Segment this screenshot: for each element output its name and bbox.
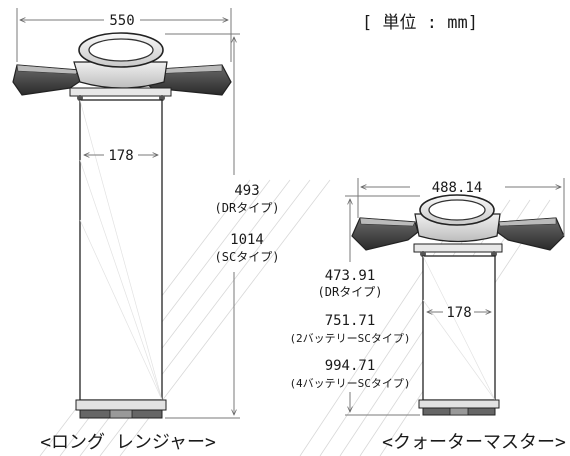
quarter-master-width: 488.14	[432, 180, 483, 196]
quarter-master-labels: 488.14 178 473.91 (DRタイプ) 751.71 (2バッテリー…	[289, 180, 566, 453]
long-ranger-height-sc-type: (SCタイプ)	[215, 250, 280, 264]
quarter-master-illustration	[351, 194, 565, 416]
long-ranger-dimensions	[16, 8, 240, 419]
unit-label: [ 単位 : mm]	[362, 13, 478, 33]
quarter-master-height-4sc: 994.71	[325, 358, 376, 374]
quarter-master-height-dr-type: (DRタイプ)	[318, 285, 383, 299]
long-ranger-illustration	[12, 32, 232, 419]
long-ranger-height-sc: 1014	[230, 232, 264, 248]
quarter-master-height-dr: 473.91	[325, 268, 376, 284]
long-ranger-labels: 550 178 493 (DRタイプ) 1014 (SCタイプ) <ロング レン…	[40, 13, 279, 453]
long-ranger-width: 550	[109, 13, 134, 29]
quarter-master-pole-width: 178	[446, 305, 471, 321]
quarter-master-height-2sc: 751.71	[325, 313, 376, 329]
quarter-master-height-4sc-type: (4バッテリーSCタイプ)	[289, 377, 410, 390]
quarter-master-height-2sc-type: (2バッテリーSCタイプ)	[289, 332, 410, 345]
quarter-master-dimensions	[345, 178, 565, 416]
long-ranger-height-dr: 493	[234, 183, 259, 199]
long-ranger-pole-width: 178	[108, 148, 133, 164]
long-ranger-caption: <ロング レンジャー>	[40, 432, 216, 453]
quarter-master-caption: <クォーターマスター>	[382, 432, 566, 453]
long-ranger-height-dr-type: (DRタイプ)	[215, 201, 280, 215]
